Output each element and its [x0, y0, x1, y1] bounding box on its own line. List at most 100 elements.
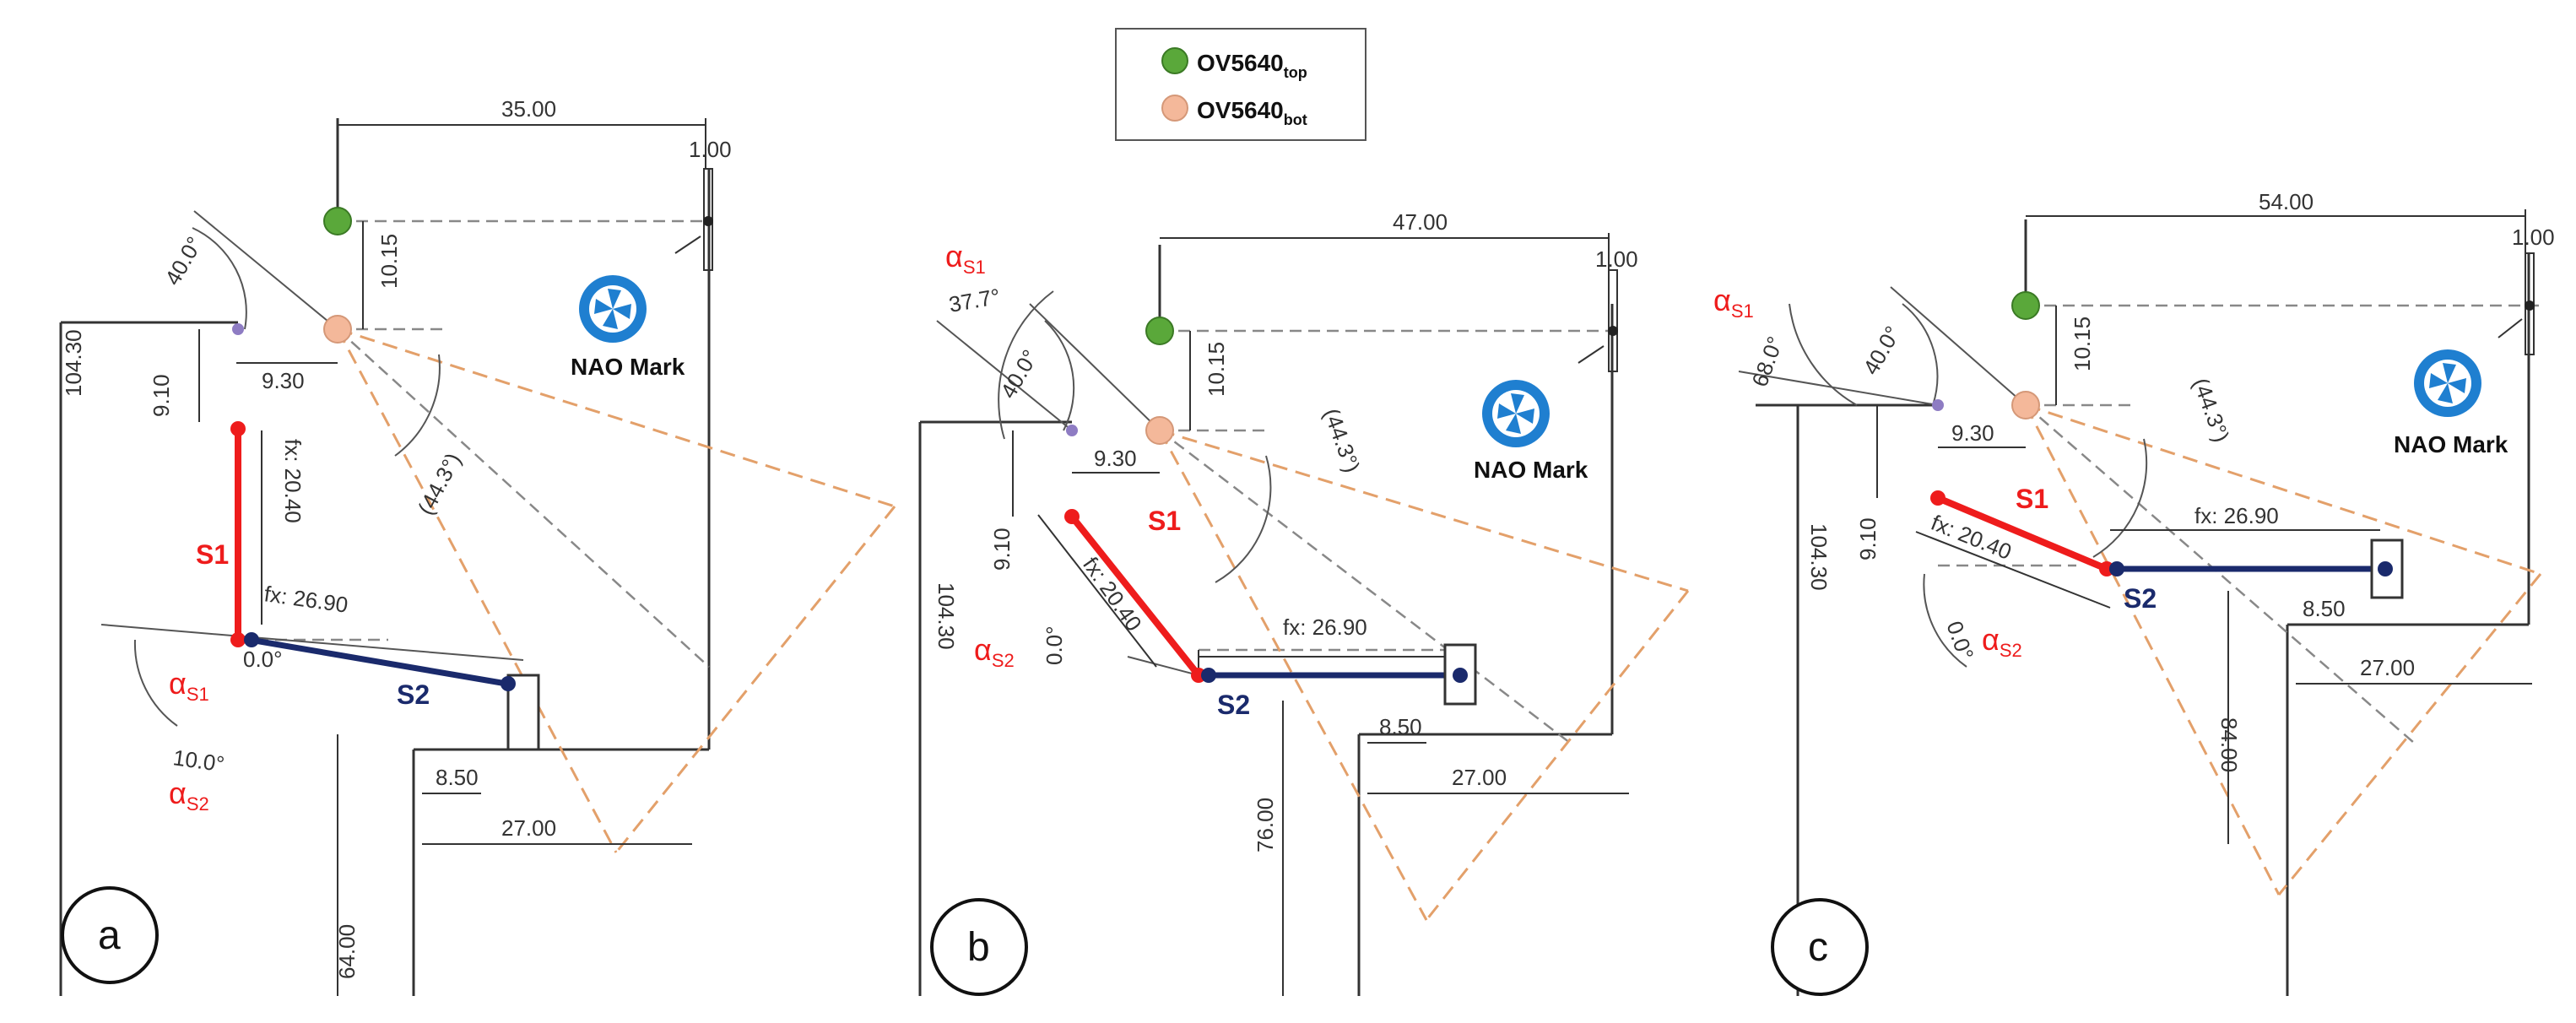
dimension-lines — [1012, 233, 1629, 996]
dim-pad: 8.50 — [1379, 714, 1422, 739]
dim-cam-separation: 10.15 — [1204, 342, 1229, 397]
alpha-s1-sub: S1 — [963, 257, 986, 278]
angle-s1-value: 0.0° — [243, 647, 283, 672]
dim-s1-drop: 9.10 — [1855, 517, 1881, 560]
legend-marker-bot — [1161, 95, 1188, 122]
alpha-s1-symbol: α — [169, 666, 187, 701]
dim-mark-distance: 35.00 — [501, 96, 556, 122]
nao-mark-icon — [579, 275, 647, 343]
camera-bottom — [1145, 416, 1174, 445]
s2-joint-start — [1201, 668, 1216, 683]
dim-mark-width: 1.00 — [689, 137, 732, 162]
nao-mark-post — [1578, 269, 1618, 372]
panel-c: NAO Mark 54.00 1.00 10.15 9.30 40.0° 68.… — [1713, 189, 2555, 996]
sight-lines — [1159, 329, 1621, 744]
s2-end-block — [506, 674, 540, 751]
panel-letter: a — [98, 913, 121, 958]
fov-cone — [2024, 403, 2542, 896]
dim-cam-offset: 9.30 — [1094, 446, 1137, 471]
label-s2: S2 — [397, 679, 430, 710]
panel-letter-circle — [61, 886, 159, 984]
dim-floor-height: 76.00 — [1253, 798, 1278, 852]
dim-pad: 8.50 — [436, 765, 479, 790]
svg-text:αS1: αS1 — [169, 666, 209, 705]
camera-bottom — [323, 315, 352, 344]
legend-label-top: OV5640 — [1197, 50, 1284, 76]
label-s1: S1 — [2016, 484, 2048, 514]
dim-body-height: 104.30 — [934, 582, 959, 650]
svg-text:αS1: αS1 — [945, 239, 986, 278]
legend: OV5640top OV5640bot — [1115, 28, 1366, 141]
dim-cam-offset: 9.30 — [262, 368, 305, 393]
nao-mark-label: NAO Mark — [2394, 431, 2508, 457]
legend-marker-top — [1161, 47, 1188, 74]
s1-joint-top — [230, 421, 246, 436]
neck-joint — [232, 323, 244, 335]
s2-joint-start — [2109, 561, 2124, 576]
camera-top — [2011, 291, 2040, 320]
angle-lines — [936, 290, 1272, 676]
dim-fov: (44.3°) — [1318, 405, 1365, 476]
s1-joint-top — [1064, 509, 1080, 524]
dim-mark-width: 1.00 — [2512, 225, 2555, 250]
nao-mark-post — [674, 168, 713, 271]
angle-lines — [1738, 286, 2148, 668]
nao-mark-icon — [1482, 380, 1550, 447]
s1-joint-bottom — [230, 632, 246, 647]
dim-cam-separation: 10.15 — [2070, 317, 2095, 371]
s1-link — [1936, 495, 2108, 572]
dim-s2-length: fx: 26.90 — [262, 581, 349, 618]
fov-cone — [336, 327, 896, 853]
dim-body-height: 104.30 — [1806, 523, 1832, 591]
s2-joint-start — [244, 632, 259, 647]
s2-joint-end — [1453, 668, 1468, 683]
panel-a: NAO Mark 35.00 1.00 10.15 9.30 40.0° 104… — [59, 96, 896, 996]
nao-mark-icon — [2414, 349, 2481, 417]
camera-bottom — [2011, 391, 2040, 419]
dim-body-height: 104.30 — [61, 329, 86, 397]
label-s1: S1 — [196, 539, 229, 570]
panel-b: NAO Mark 47.00 1.00 10.15 9.30 40.0° 37.… — [918, 209, 1690, 996]
angle-s2-value: 0.0° — [1941, 618, 1978, 663]
nao-mark-label: NAO Mark — [571, 354, 685, 380]
camera-top — [1145, 317, 1174, 345]
neck-joint — [1066, 425, 1078, 436]
alpha-s1-symbol: α — [945, 239, 963, 273]
dim-s1-drop: 9.10 — [149, 374, 174, 417]
s2-link — [249, 636, 507, 687]
structure-lines — [918, 245, 1614, 996]
dim-cam-separation: 10.15 — [376, 234, 402, 289]
dim-base: 27.00 — [501, 815, 556, 841]
dimension-lines — [1876, 209, 2532, 844]
alpha-s2-symbol: α — [974, 632, 992, 667]
legend-label-bot: OV5640 — [1197, 97, 1284, 123]
dim-cam-angle: 40.0° — [1858, 322, 1905, 379]
legend-box — [1115, 28, 1366, 141]
s2-joint-end — [501, 676, 516, 691]
s1-joint-top — [1930, 490, 1946, 506]
svg-text:αS2: αS2 — [974, 632, 1015, 671]
angle-s1-value: 68.0° — [1746, 333, 1788, 390]
angle-lines — [100, 210, 524, 727]
camera-top — [323, 207, 352, 235]
alpha-s1-sub: S1 — [1731, 300, 1754, 322]
dim-s2-length: fx: 26.90 — [2194, 503, 2279, 528]
dim-mark-width: 1.00 — [1595, 246, 1638, 272]
dim-fov: (44.3°) — [2188, 375, 2234, 446]
sight-lines — [1938, 304, 2541, 744]
alpha-s2-symbol: α — [1982, 622, 2000, 657]
dim-mark-distance: 54.00 — [2259, 189, 2314, 214]
dim-pad: 8.50 — [2303, 596, 2346, 621]
label-s1: S1 — [1148, 506, 1181, 536]
dim-cam-offset: 9.30 — [1951, 420, 1994, 446]
nao-mark-post — [2498, 252, 2535, 355]
neck-joint — [1932, 399, 1944, 411]
dim-floor-height: 64.00 — [334, 924, 360, 979]
svg-text:OV5640bot: OV5640bot — [1197, 97, 1307, 128]
svg-text:αS2: αS2 — [169, 776, 209, 815]
dim-s2-length: fx: 26.90 — [1283, 614, 1367, 640]
alpha-s2-symbol: α — [169, 776, 187, 810]
svg-text:OV5640top: OV5640top — [1197, 50, 1307, 81]
dim-cam-angle: 40.0° — [160, 232, 207, 290]
